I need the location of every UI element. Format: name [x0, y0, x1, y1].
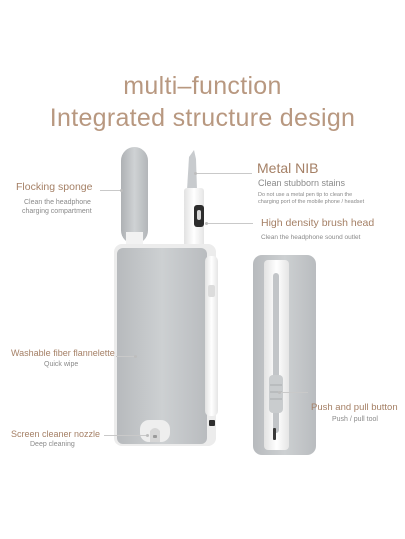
leader-nozzle: [104, 435, 148, 436]
headline-line-1: multi–function: [123, 72, 282, 100]
metal-nib-desc: Clean stubborn stains: [258, 178, 346, 188]
screen-cleaner-nozzle: [140, 420, 170, 442]
flocking-sponge-title: Flocking sponge: [16, 181, 93, 193]
metal-nib-pen-tool: [184, 150, 204, 248]
push-pull-title: Push and pull button: [311, 402, 398, 413]
metal-nib-title: Metal NIB: [257, 160, 319, 176]
leader-dot: [278, 391, 281, 394]
leader-flocking: [100, 190, 122, 191]
leader-brush: [207, 223, 253, 224]
main-device-front: [114, 147, 218, 446]
headline-line-2: Integrated structure design: [49, 104, 356, 132]
flocking-sponge-tool: [121, 147, 148, 252]
leader-dot: [134, 355, 137, 358]
leader-fiber: [116, 356, 136, 357]
leader-dot: [146, 434, 149, 437]
nozzle-desc: Deep cleaning: [30, 441, 75, 448]
fiber-flannelette-desc: Quick wipe: [44, 361, 79, 368]
flocking-sponge-desc-2: charging compartment: [22, 208, 92, 215]
brush-head-title: High density brush head: [261, 217, 375, 229]
leader-dot: [205, 222, 208, 225]
nozzle-title: Screen cleaner nozzle: [11, 429, 101, 439]
leader-metal-nib: [196, 173, 252, 174]
leader-push-pull: [280, 392, 308, 393]
push-pull-desc: Push / pull tool: [332, 416, 378, 423]
fiber-flannelette-title: Washable fiber flannelette: [11, 348, 115, 358]
leader-dot: [120, 189, 123, 192]
flocking-sponge-desc-1: Clean the headphone: [24, 199, 91, 206]
metal-nib-note-1: Do not use a metal pen tip to clean the: [258, 192, 353, 198]
brush-head-desc: Clean the headphone sound outlet: [261, 234, 361, 241]
device-side-view: [253, 255, 316, 455]
leader-dot: [194, 172, 197, 175]
metal-nib-note-2: charging port of the mobile phone / head…: [258, 199, 365, 205]
device-body: [114, 244, 218, 446]
